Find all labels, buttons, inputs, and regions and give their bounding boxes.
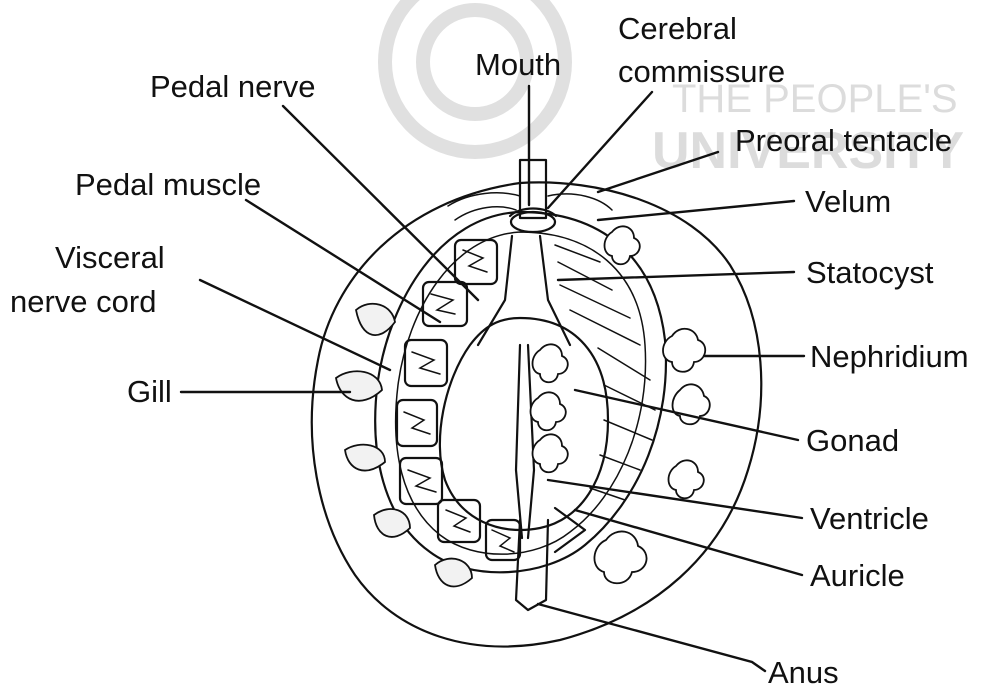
- leader-statocyst: [558, 272, 794, 280]
- nephridium-lobe: [663, 329, 705, 372]
- specimen-drawing: [312, 160, 761, 646]
- label-visceral-nerve-cord-line1: Visceral: [55, 240, 165, 275]
- visceral-cavity: [440, 318, 608, 530]
- label-mouth: Mouth: [475, 47, 561, 82]
- label-auricle: Auricle: [810, 558, 905, 593]
- label-pedal-nerve: Pedal nerve: [150, 69, 315, 104]
- gill: [345, 445, 385, 471]
- gill: [374, 509, 410, 537]
- label-ventricle: Ventricle: [810, 501, 929, 536]
- anus-tube: [516, 508, 585, 610]
- gonad-lobe: [533, 434, 568, 472]
- leader-velum: [598, 201, 794, 220]
- label-gill: Gill: [127, 374, 172, 409]
- nephridium-lobe: [669, 460, 704, 498]
- label-cerebral-commissure-line2: commissure: [618, 54, 785, 89]
- right-septa: [555, 245, 655, 500]
- label-gonad: Gonad: [806, 423, 899, 458]
- nephridium-lobe: [594, 531, 646, 583]
- gill: [435, 559, 472, 587]
- oesophagus: [478, 236, 570, 345]
- ring-inner-line: [396, 232, 646, 554]
- label-pedal-muscle: Pedal muscle: [75, 167, 261, 202]
- pedal-chamber: [438, 500, 480, 542]
- gonad-lobe: [531, 392, 566, 430]
- leader-pedal-muscle: [246, 200, 440, 322]
- label-velum: Velum: [805, 184, 891, 219]
- gill: [336, 371, 382, 401]
- pedal-chamber: [405, 340, 447, 386]
- label-visceral-nerve-cord-line2: nerve cord: [10, 284, 156, 319]
- pedal-chambers: [397, 240, 520, 560]
- label-statocyst: Statocyst: [806, 255, 934, 290]
- mouth-opening: [511, 212, 555, 232]
- label-cerebral-commissure-line1: Cerebral: [618, 11, 737, 46]
- label-preoral-tentacle: Preoral tentacle: [735, 123, 952, 158]
- nephridium-lobe: [605, 226, 640, 264]
- pedal-chamber: [397, 400, 437, 446]
- gonad-lobe: [533, 344, 568, 382]
- ventricle-shape: [516, 345, 534, 538]
- label-nephridium: Nephridium: [810, 339, 969, 374]
- pedal-chamber: [423, 282, 467, 326]
- pedal-chamber: [400, 458, 442, 504]
- label-anus: Anus: [768, 655, 839, 690]
